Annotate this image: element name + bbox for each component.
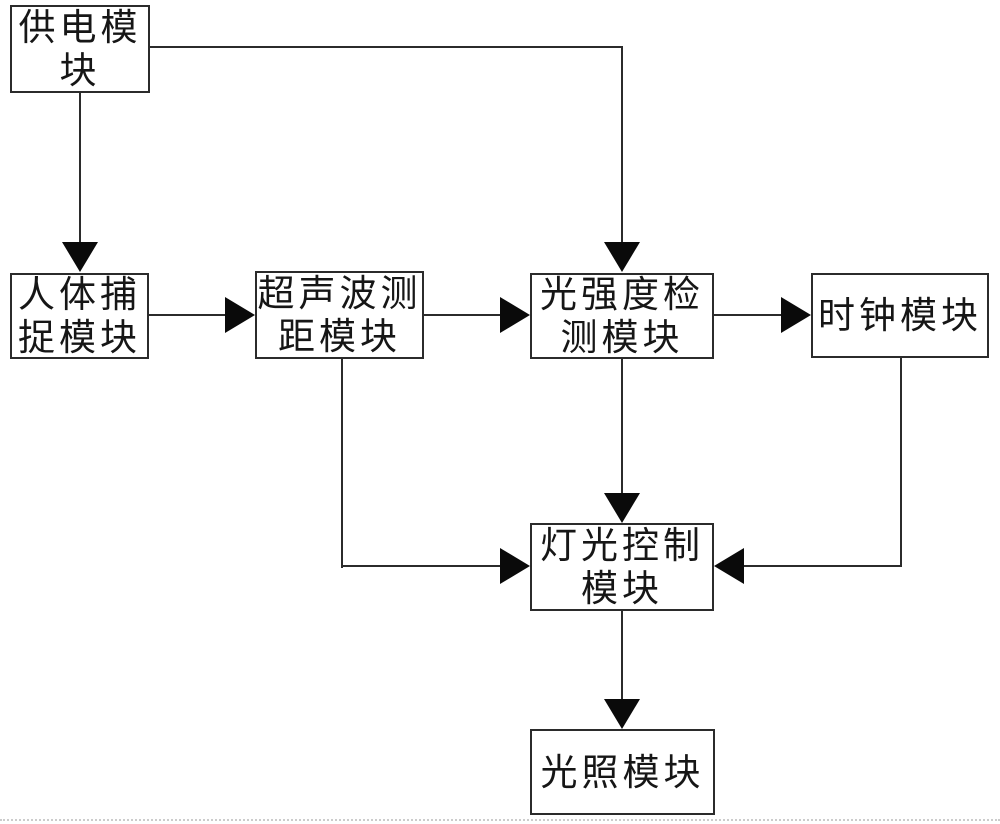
node-ultrasonic-ranging-module: 超声波测 距模块: [255, 271, 424, 359]
edge-ultrasonic-to-lampctrl-vline: [341, 359, 343, 568]
edge-power-to-lightdet-hline: [149, 46, 623, 48]
edge-ultrasonic-to-lampctrl-arrowhead-icon: [500, 548, 530, 584]
node-lamp-control-module: 灯光控制 模块: [530, 523, 714, 611]
edge-power-to-lightdet-vline: [621, 46, 623, 244]
node-clock-module: 时钟模块: [811, 273, 989, 358]
edge-human-to-ultrasonic-arrowhead-icon: [225, 297, 255, 333]
node-illumination-module: 光照模块: [530, 729, 715, 815]
edge-clock-to-lampctrl-vline: [900, 358, 902, 567]
node-light-intensity-detect-module: 光强度检 测模块: [530, 273, 714, 359]
edge-lampctrl-to-illum-arrowhead-icon: [604, 699, 640, 729]
edge-ultrasonic-to-lightdet-arrowhead-icon: [500, 297, 530, 333]
edge-clock-to-lampctrl-arrowhead-icon: [714, 548, 744, 584]
edge-ultrasonic-to-lightdet-line: [424, 314, 503, 316]
edge-lightdet-to-clock-arrowhead-icon: [781, 297, 811, 333]
edge-ultrasonic-to-lampctrl-hline: [341, 565, 503, 567]
edge-power-to-lightdet-arrowhead-icon: [604, 242, 640, 272]
edge-lightdet-to-lampctrl-line: [621, 359, 623, 495]
edge-lampctrl-to-illum-line: [621, 611, 623, 701]
node-human-capture-module: 人体捕 捉模块: [10, 273, 149, 359]
edge-human-to-ultrasonic-line: [149, 314, 228, 316]
edge-lightdet-to-lampctrl-arrowhead-icon: [604, 493, 640, 523]
bottom-scan-artifact-line: [0, 819, 1000, 821]
edge-lightdet-to-clock-line: [714, 314, 784, 316]
edge-power-to-human-arrowhead-icon: [62, 242, 98, 272]
edge-power-to-human-line: [79, 93, 81, 245]
node-power-module: 供电模 块: [10, 5, 150, 93]
edge-clock-to-lampctrl-hline: [741, 565, 902, 567]
